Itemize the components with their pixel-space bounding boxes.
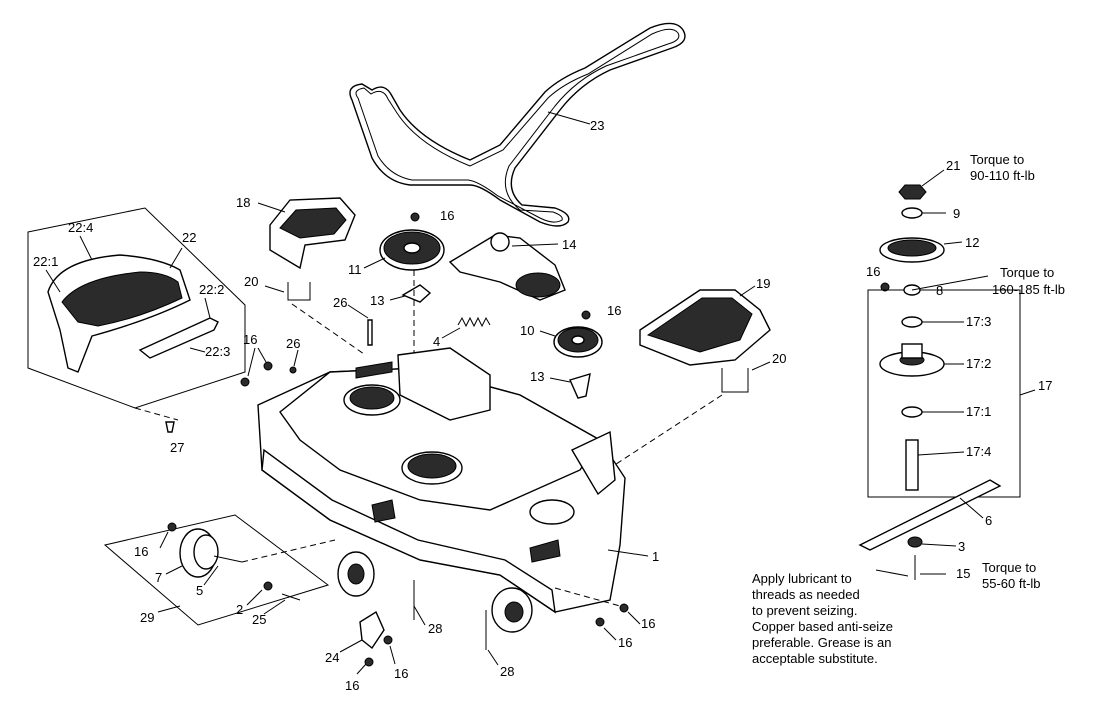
callout-17-4: 17:4 — [966, 444, 991, 459]
bracket-24 — [339, 610, 396, 675]
callout-10: 10 — [520, 323, 534, 338]
torque-note-21-line2: 90-110 ft-lb — [970, 168, 1035, 183]
callout-25: 25 — [252, 612, 266, 627]
j-bolt-20b — [609, 361, 771, 469]
torque-note-21-line1: Torque to — [970, 152, 1024, 167]
callout-27: 27 — [170, 440, 184, 455]
pulley-11 — [363, 229, 445, 271]
callout-28b: 28 — [500, 664, 514, 679]
callout-8: 8 — [936, 283, 943, 298]
callout-16h: 16 — [345, 678, 359, 693]
torque-notes: Torque to 90-110 ft-lb Torque to 160-185… — [970, 152, 1065, 591]
shield-18 — [257, 197, 356, 270]
callout-29: 29 — [140, 610, 154, 625]
torque-note-15-line1: Torque to — [982, 560, 1036, 575]
callout-5: 5 — [196, 583, 203, 598]
callout-2: 2 — [236, 602, 243, 617]
callout-22-1: 22:1 — [33, 254, 58, 269]
callout-7: 7 — [155, 570, 162, 585]
cover-19 — [639, 285, 771, 366]
callout-4: 4 — [433, 334, 440, 349]
callout-22-4: 22:4 — [68, 220, 93, 235]
callout-12: 12 — [965, 235, 979, 250]
cone-13a — [389, 284, 432, 303]
torque-note-15-line2: 55-60 ft-lb — [982, 576, 1041, 591]
callout-6: 6 — [985, 513, 992, 528]
callout-3: 3 — [958, 539, 965, 554]
lubricant-note-line4: Copper based anti-seize — [752, 619, 893, 634]
idler-arm-14 — [448, 232, 566, 301]
deck-wheels — [337, 551, 533, 633]
callout-16f: 16 — [641, 616, 655, 631]
callout-17-3: 17:3 — [966, 314, 991, 329]
deck-nuts-right — [554, 587, 641, 641]
callout-1: 1 — [652, 549, 659, 564]
callout-20a: 20 — [244, 274, 258, 289]
callout-18: 18 — [236, 195, 250, 210]
callout-26b: 26 — [286, 336, 300, 351]
callout-11: 11 — [348, 262, 362, 277]
lubricant-note-line2: threads as needed — [752, 587, 860, 602]
callout-19: 19 — [756, 276, 770, 291]
lubricant-note: Apply lubricant to threads as needed to … — [752, 571, 893, 666]
callout-22-2: 22:2 — [199, 282, 224, 297]
callout-20b: 20 — [772, 351, 786, 366]
callout-22-3: 22:3 — [205, 344, 230, 359]
mower-deck-1 — [257, 347, 649, 614]
callout-28a: 28 — [428, 621, 442, 636]
callout-16c: 16 — [243, 332, 257, 347]
callout-17-2: 17:2 — [966, 356, 991, 371]
pulley-10 — [539, 326, 603, 358]
belt-cover-assembly-22 — [27, 207, 246, 421]
bolts-28 — [413, 580, 499, 666]
cone-13b — [549, 373, 591, 399]
drive-belt-23 — [349, 22, 686, 227]
callout-23: 23 — [590, 118, 604, 133]
lubricant-note-line3: to prevent seizing. — [752, 603, 858, 618]
gauge-wheel-assembly-29 — [103, 514, 336, 626]
callout-16d: 16 — [866, 264, 880, 279]
callout-16g: 16 — [618, 635, 632, 650]
callout-21: 21 — [946, 158, 960, 173]
deck-hardware — [165, 212, 890, 433]
j-bolt-20a — [264, 282, 365, 355]
callout-16e: 16 — [134, 544, 148, 559]
callout-16i: 16 — [394, 666, 408, 681]
callout-16a: 16 — [440, 208, 454, 223]
lubricant-note-line1: Apply lubricant to — [752, 571, 852, 586]
lubricant-note-line6: acceptable substitute. — [752, 651, 878, 666]
callout-labels: 1 2 3 4 5 6 7 8 9 10 11 12 13 13 14 15 1… — [33, 118, 1052, 693]
lubricant-note-line5: preferable. Grease is an — [752, 635, 891, 650]
callout-26a: 26 — [333, 295, 347, 310]
spindle-assembly-17 — [858, 169, 1036, 580]
callout-17: 17 — [1038, 378, 1052, 393]
callout-16b: 16 — [607, 303, 621, 318]
callout-9: 9 — [953, 206, 960, 221]
callout-24: 24 — [325, 650, 339, 665]
callout-22: 22 — [182, 230, 196, 245]
callout-14: 14 — [562, 237, 576, 252]
torque-note-17-line1: Torque to — [1000, 265, 1054, 280]
callout-13b: 13 — [530, 369, 544, 384]
torque-note-17-line2: 160-185 ft-lb — [992, 282, 1065, 297]
spring-4 — [441, 316, 491, 339]
callout-17-1: 17:1 — [966, 404, 991, 419]
callout-15: 15 — [956, 566, 970, 581]
callout-13a: 13 — [370, 293, 384, 308]
